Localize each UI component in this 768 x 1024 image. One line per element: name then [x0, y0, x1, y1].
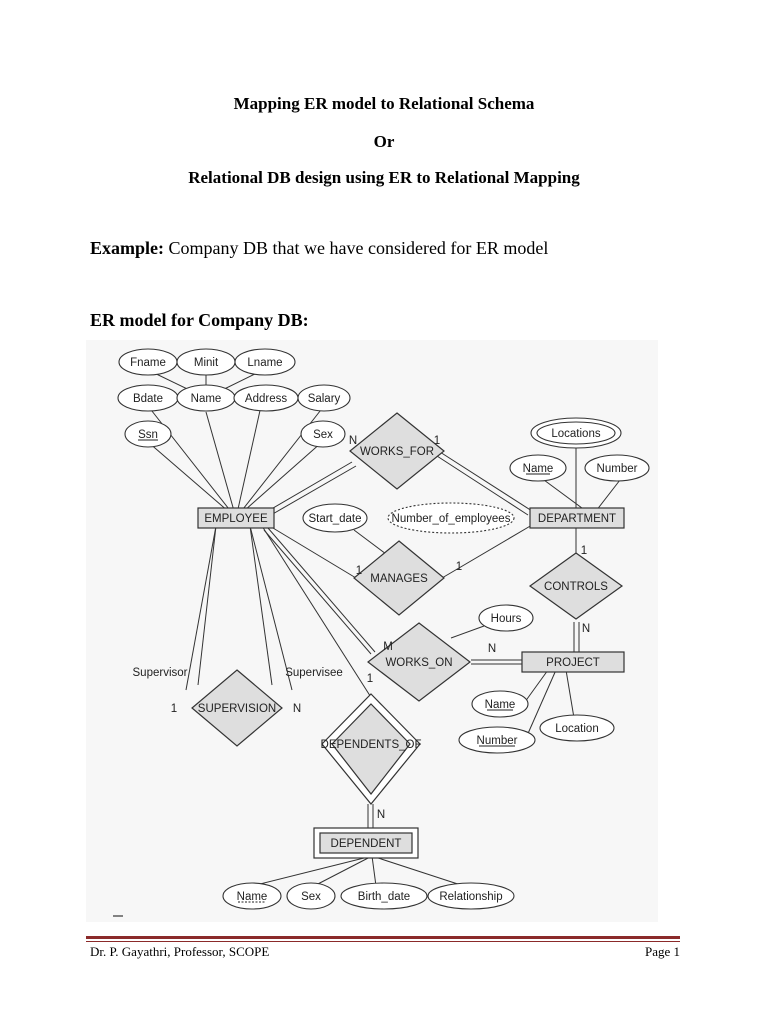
attr-location: Location: [555, 723, 598, 735]
attr-lname: Lname: [247, 357, 282, 369]
connector-lines: [147, 369, 621, 889]
key-underlines: [138, 439, 550, 903]
attr-birth-date-ellipse: [340, 882, 428, 910]
attr-dep-name-ellipse: [222, 882, 282, 910]
attr-minit: Minit: [194, 357, 219, 369]
attr-number-of-employees-ellipse: [387, 502, 515, 534]
entity-department: DEPARTMENT: [538, 513, 616, 525]
attr-salary-ellipse: [297, 384, 351, 412]
attr-start-date-ellipse: [302, 503, 368, 533]
attr-dep-name: Name: [237, 891, 268, 903]
attr-sex-ellipse: [300, 420, 346, 448]
rel-manages-diamond: [353, 540, 445, 616]
card-dependents-of-emp: 1: [367, 673, 373, 685]
footer-rule-thick: [86, 936, 680, 939]
card-controls-dept: 1: [581, 545, 587, 557]
attr-dept-number: Number: [597, 463, 638, 475]
card-supervision-n: N: [293, 703, 301, 715]
entity-dependent-inner: [319, 832, 413, 854]
card-controls-proj: N: [582, 623, 590, 635]
rel-works-on: WORKS_ON: [385, 657, 452, 669]
example-label: Example:: [90, 238, 164, 258]
entity-project: PROJECT: [546, 657, 600, 669]
card-works-on-proj: N: [488, 643, 496, 655]
attr-lname-ellipse: [234, 348, 296, 376]
card-works-on-emp: M: [383, 641, 393, 653]
entity-project-box: [521, 651, 625, 673]
card-manages-emp: 1: [356, 565, 362, 577]
section-title: ER model for Company DB:: [90, 310, 309, 330]
attr-sex: Sex: [313, 429, 333, 441]
attr-location-ellipse: [539, 714, 615, 742]
attr-number-of-employees: Number_of_employees: [392, 513, 511, 525]
attr-dept-name-ellipse: [509, 454, 567, 482]
rel-controls: CONTROLS: [544, 581, 608, 593]
role-supervisor: Supervisor: [133, 667, 188, 679]
attr-address: Address: [245, 393, 287, 405]
card-manages-dept: 1: [456, 561, 462, 573]
attr-dept-number-ellipse: [584, 454, 650, 482]
er-diagram-svg: Fname Minit Lname Bdate Name Address Sal…: [113, 348, 650, 917]
role-supervisee: Supervisee: [285, 667, 343, 679]
rel-works-for-diamond: [349, 412, 445, 490]
rel-dependents-of-inner: [331, 703, 411, 795]
rel-dependents-of: DEPENDENTS_OF: [321, 739, 422, 751]
er-diagram: Fname Minit Lname Bdate Name Address Sal…: [86, 340, 658, 922]
attr-fname: Fname: [130, 357, 166, 369]
entity-employee-box: [197, 507, 275, 529]
attr-dept-name: Name: [523, 463, 554, 475]
entity-dependent: DEPENDENT: [331, 838, 402, 850]
attr-proj-name-ellipse: [471, 690, 529, 718]
attr-dep-sex: Sex: [301, 891, 321, 903]
relationship-shapes: [191, 412, 624, 805]
entity-shapes: [197, 507, 625, 859]
footer-rule-thin: [86, 941, 680, 942]
rel-works-for: WORKS_FOR: [360, 446, 434, 458]
attr-locations: Locations: [551, 428, 600, 440]
rel-controls-diamond: [528, 552, 624, 620]
attr-birth-date: Birth_date: [358, 891, 410, 903]
rel-manages: MANAGES: [370, 573, 428, 585]
attr-hours-ellipse: [478, 604, 534, 632]
attr-start-date: Start_date: [308, 513, 361, 525]
footer-author: Dr. P. Gayathri, Professor, SCOPE: [90, 944, 270, 959]
heading-line-3: Relational DB design using ER to Relatio…: [188, 168, 580, 187]
card-works-for-dept: 1: [434, 435, 440, 447]
attr-dep-sex-ellipse: [286, 882, 336, 910]
footer-page-number: Page 1: [644, 944, 680, 959]
card-dependents-of-dep: N: [377, 809, 385, 821]
rel-supervision-diamond: [191, 669, 283, 747]
example-paragraph: Example: Company DB that we have conside…: [90, 238, 548, 259]
example-text: Company DB that we have considered for E…: [164, 238, 549, 258]
attr-proj-number: Number: [477, 735, 518, 747]
rel-works-on-diamond: [367, 622, 471, 702]
attr-relationship: Relationship: [439, 891, 502, 903]
entity-employee: EMPLOYEE: [204, 513, 268, 525]
card-works-for-emp: N: [349, 435, 357, 447]
attr-salary: Salary: [308, 393, 341, 405]
attr-hours: Hours: [491, 613, 522, 625]
attr-relationship-ellipse: [427, 882, 515, 910]
attr-ssn-ellipse: [124, 420, 172, 448]
heading-line-2: Or: [373, 132, 395, 151]
rel-supervision: SUPERVISION: [198, 703, 276, 715]
attr-ssn: Ssn: [138, 429, 158, 441]
attr-proj-name: Name: [485, 699, 516, 711]
entity-department-box: [529, 507, 625, 529]
attr-bdate: Bdate: [133, 393, 163, 405]
attr-proj-number-ellipse: [458, 726, 536, 754]
heading-line-1: Mapping ER model to Relational Schema: [233, 94, 535, 113]
card-supervision-1: 1: [171, 703, 177, 715]
attr-locations-inner: [536, 421, 616, 445]
attribute-shapes: [117, 348, 650, 910]
attr-name: Name: [191, 393, 222, 405]
